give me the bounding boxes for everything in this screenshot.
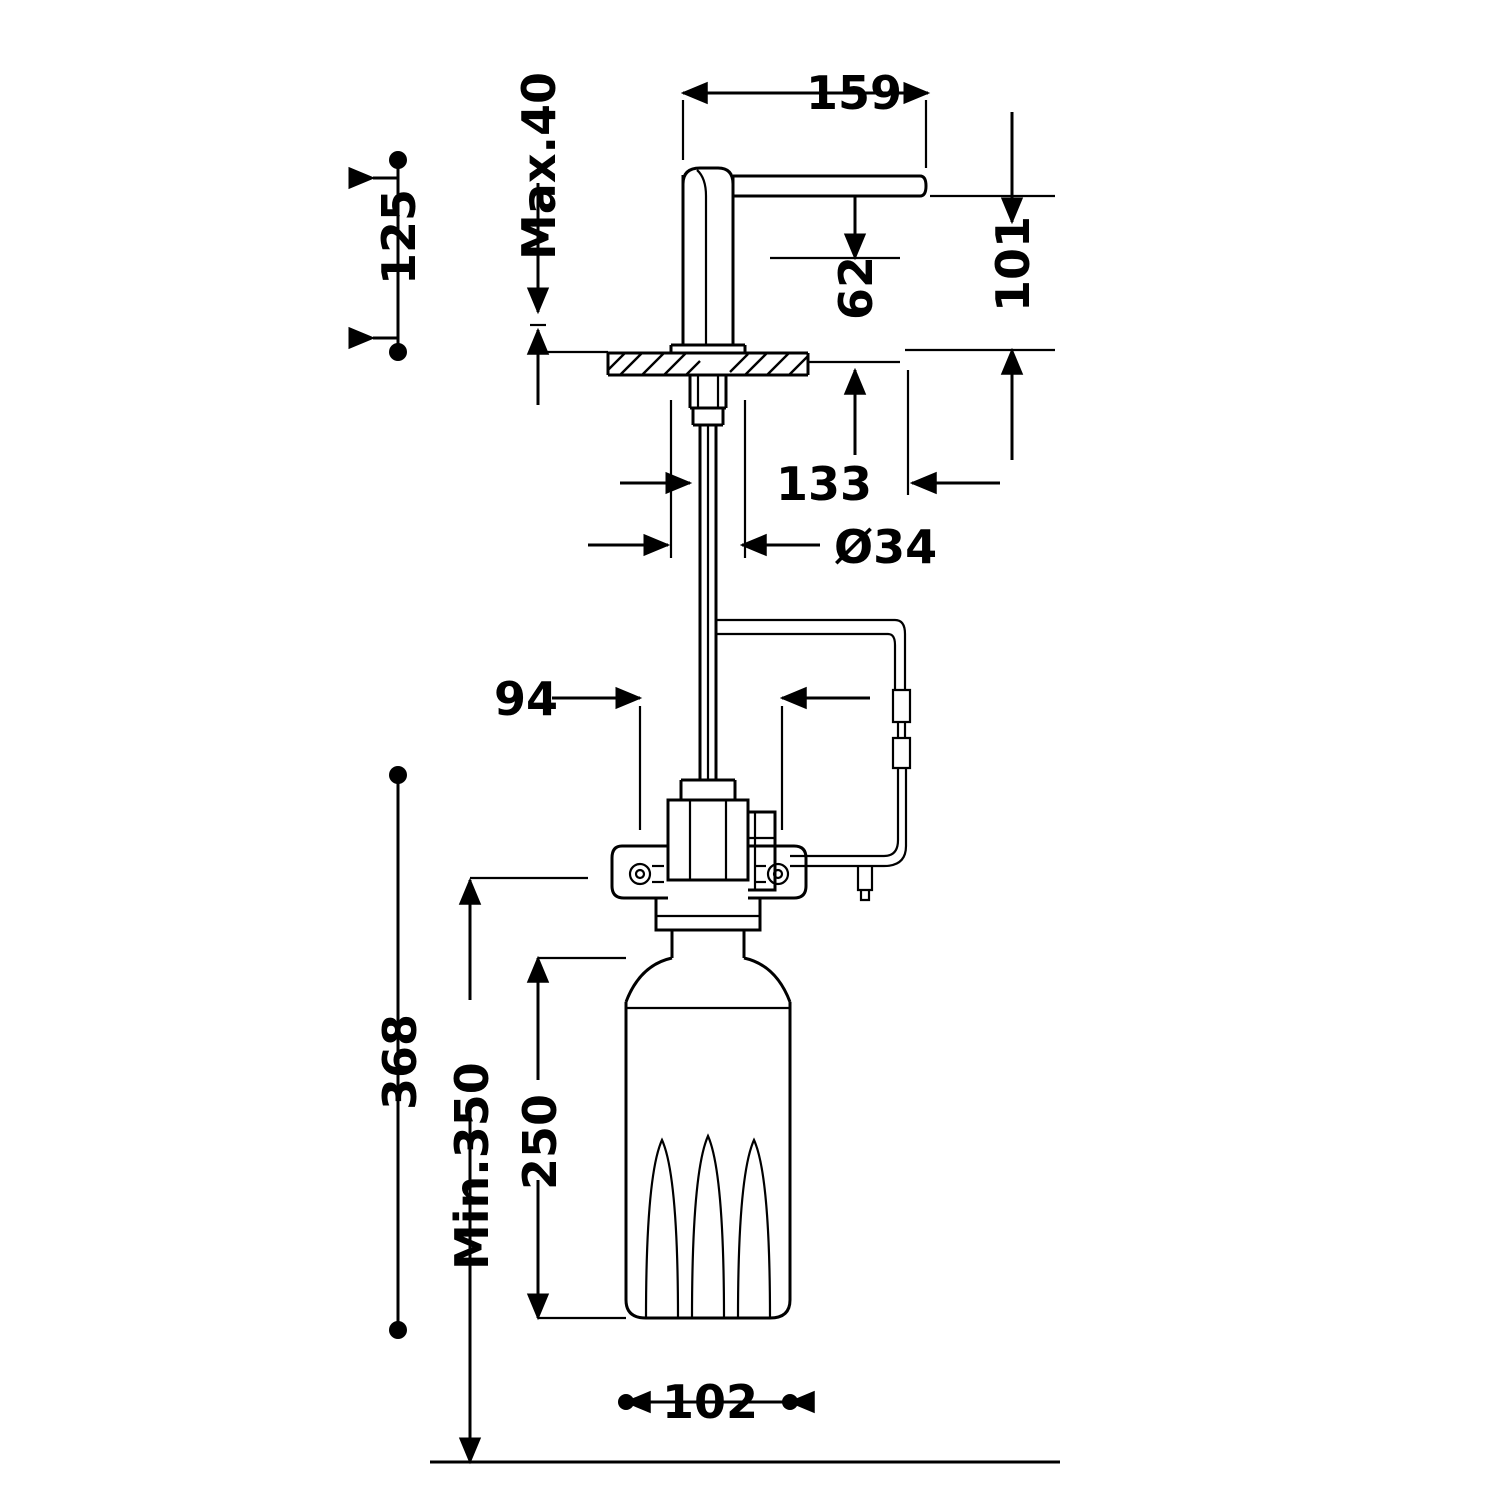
label-368: 368 [373, 1014, 427, 1110]
label-min350: Min.350 [445, 1062, 499, 1270]
label-94: 94 [494, 672, 558, 726]
label-62: 62 [829, 256, 883, 320]
product-outline [430, 166, 1060, 1464]
label-133: 133 [776, 457, 872, 511]
dimension-lines [348, 81, 1055, 1465]
label-d34: Ø34 [834, 520, 937, 574]
label-250: 250 [513, 1094, 567, 1190]
label-159: 159 [806, 66, 902, 120]
label-101: 101 [986, 216, 1040, 312]
label-102: 102 [662, 1375, 758, 1429]
counter-hatching [607, 352, 809, 376]
label-max40: Max.40 [512, 72, 566, 260]
dimension-labels: 159 125 Max.40 62 101 133 Ø34 94 368 Min… [372, 66, 1040, 1429]
label-125: 125 [372, 189, 426, 285]
